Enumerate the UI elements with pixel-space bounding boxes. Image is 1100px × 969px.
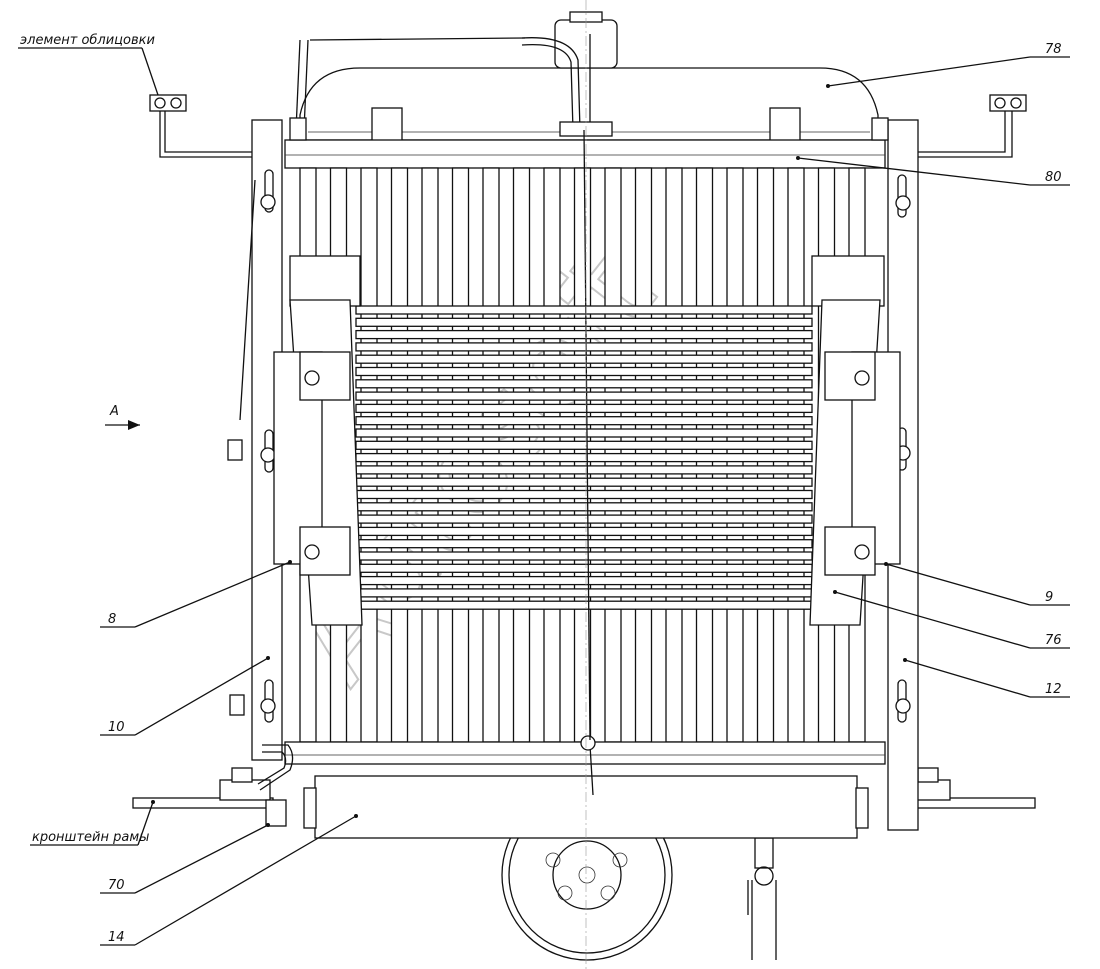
- cooler-tube: [355, 514, 813, 524]
- lower-rod: [747, 837, 777, 960]
- cooler-tube: [355, 366, 813, 377]
- top-tank: [295, 11, 879, 144]
- callout-label-80: 80: [1045, 170, 1062, 185]
- callout-10: 10: [100, 656, 270, 736]
- cooler-side-tank-right: [809, 255, 901, 626]
- cooler-tube: [355, 539, 813, 549]
- callout-label-9: 9: [1045, 590, 1053, 605]
- callout-label-70: 70: [108, 878, 125, 893]
- cooler-tube: [355, 477, 813, 487]
- callout-label-cladding: элемент облицовки: [20, 33, 155, 48]
- cladding-element-left: [149, 94, 255, 158]
- lower-pipe-left: [257, 744, 294, 827]
- cooler-tube: [355, 305, 813, 315]
- callout-label-frame-bracket: кронштейн рамы: [32, 830, 149, 845]
- cooler-tube: [355, 379, 813, 389]
- callout-label-14: 14: [108, 930, 125, 945]
- cladding-element-right: [915, 94, 1027, 158]
- cooler-tube: [355, 440, 813, 450]
- cooler-side-tank-left: [273, 255, 363, 626]
- drain-pipe: [583, 129, 591, 741]
- callout-78: 78: [826, 42, 1070, 88]
- cooler-tube: [355, 600, 813, 610]
- callout-label-12: 12: [1045, 682, 1062, 697]
- cooler-tube: [355, 588, 813, 598]
- cooler-tube: [355, 563, 813, 573]
- callout-label-78: 78: [1045, 42, 1062, 57]
- bottom-bar: [284, 741, 886, 765]
- callout-label-8: 8: [108, 612, 116, 627]
- cooler-tube: [355, 403, 813, 414]
- callout-8: 8: [100, 560, 292, 628]
- cooler-tube: [355, 551, 813, 561]
- callout-9: 9: [884, 562, 1070, 606]
- cooler-tube: [355, 502, 813, 512]
- callout-76: 76: [833, 590, 1070, 649]
- cooler-tube: [355, 526, 813, 537]
- cooler-tube: [355, 575, 813, 586]
- cooler-tube: [355, 391, 813, 401]
- cooler-tube: [355, 354, 813, 364]
- callout-cladding: элемент облицовки: [18, 33, 159, 96]
- frame-bracket-right: [904, 767, 1036, 809]
- cooler-tube: [355, 428, 813, 438]
- callout-14: 14: [100, 814, 358, 946]
- callout-80: 80: [796, 156, 1070, 186]
- cooler-tube: [355, 342, 813, 352]
- cooler-tube: [355, 465, 813, 475]
- view-arrow: А: [105, 404, 140, 430]
- cooler-tube: [355, 317, 813, 327]
- callout-label-10: 10: [108, 720, 125, 735]
- cooler-tube: [355, 452, 813, 463]
- callout-frame-bracket: кронштейн рамы: [30, 800, 155, 846]
- callout-70: 70: [100, 823, 270, 894]
- intercooler-tubes: [355, 305, 813, 610]
- header-bar: [284, 117, 889, 169]
- callout-label-76: 76: [1045, 633, 1062, 648]
- callout-12: 12: [903, 658, 1070, 698]
- cooler-tube: [355, 416, 813, 426]
- cooler-tube: [355, 329, 813, 340]
- view-arrow-label: А: [109, 404, 119, 419]
- cooler-tube: [355, 489, 813, 500]
